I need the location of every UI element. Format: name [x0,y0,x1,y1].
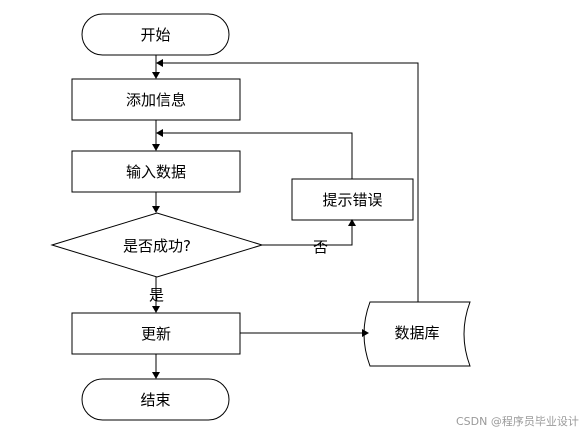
arrowhead-decision-to-error [348,219,356,226]
update-label: 更新 [141,325,171,343]
input-data-label: 输入数据 [126,163,186,181]
end-node [81,378,230,421]
arrowhead-decision-to-update [152,306,160,313]
arrowhead-update-to-database [362,329,369,337]
start-label: 开始 [140,26,170,44]
arrow-error-to-input-loop [162,132,353,179]
no-branch-label: 否 [313,238,328,256]
watermark-text: CSDN @程序员毕业设计 [456,414,579,428]
arrowhead-add-info-to-input-data [152,144,160,151]
database-node [363,301,471,367]
arrowhead-start-to-add-info [152,72,160,79]
arrow-decision-to-error [262,224,353,246]
end-label: 结束 [140,391,170,409]
arrowhead-input-data-to-decision [152,206,160,213]
arrow-database-to-add-info-loop [162,62,419,302]
yes-branch-label: 是 [149,286,164,304]
arrowhead-error-to-input-loop [156,129,163,137]
add-info-node [71,78,241,121]
add-info-label: 添加信息 [126,91,186,109]
database-label: 数据库 [394,324,439,342]
error-node [291,178,414,221]
decision-label: 是否成功? [123,237,191,255]
arrowhead-update-to-end [152,372,160,379]
arrowhead-database-to-add-info-loop [156,59,163,67]
error-label: 提示错误 [322,191,382,209]
